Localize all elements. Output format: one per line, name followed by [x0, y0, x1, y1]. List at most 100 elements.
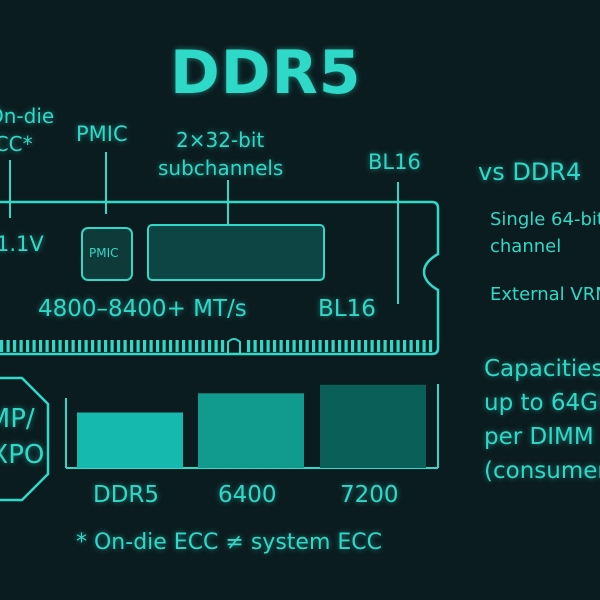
contact-pin: [338, 340, 342, 352]
comparison-item1-line2: channel: [490, 236, 562, 257]
contact-pin: [195, 340, 199, 352]
contact-pin: [221, 340, 225, 352]
dimm-outline: [0, 200, 440, 356]
contact-pin: [117, 340, 121, 352]
contact-pin: [13, 340, 17, 352]
contact-pin: [182, 340, 186, 352]
contact-pin: [318, 340, 322, 352]
contact-pin: [260, 340, 264, 352]
contact-pin: [266, 340, 270, 352]
contact-pin: [396, 340, 400, 352]
contact-pin: [247, 340, 251, 352]
contact-pin: [214, 340, 218, 352]
comparison-header: vs DDR4: [478, 158, 582, 186]
contact-pin: [253, 340, 257, 352]
capacity-line1: Capacities: [484, 356, 600, 382]
contact-pin: [149, 340, 153, 352]
contact-pin: [104, 340, 108, 352]
bl16-bottom-label: BL16: [318, 296, 376, 322]
contact-pins: [0, 340, 433, 352]
contact-pin: [429, 340, 433, 352]
page-title: DDR5: [170, 38, 362, 108]
speed-bar-chart: [65, 384, 439, 469]
contact-pin: [110, 340, 114, 352]
pmic-chip: [81, 227, 133, 281]
chart-bar-2: [320, 384, 426, 468]
contact-pin: [71, 340, 75, 352]
bl16-top-label: BL16: [368, 150, 421, 174]
profile-badge-line2: EXPO: [0, 440, 45, 470]
contact-pin: [325, 340, 329, 352]
capacity-line3: per DIMM: [484, 424, 594, 450]
contact-pin: [364, 340, 368, 352]
contact-pin: [156, 340, 160, 352]
contact-pin: [188, 340, 192, 352]
contact-pin: [58, 340, 62, 352]
contact-pin: [286, 340, 290, 352]
contact-pin: [331, 340, 335, 352]
subchannels-label-line1: 2×32-bit: [176, 128, 265, 152]
profile-badge-shape: [0, 376, 50, 502]
contact-pin: [422, 340, 426, 352]
contact-pin: [169, 340, 173, 352]
contact-pin: [351, 340, 355, 352]
chart-category-label-1: 6400: [218, 482, 277, 508]
contact-pin: [344, 340, 348, 352]
pmic-chip-label: PMIC: [89, 246, 119, 260]
contact-pin: [39, 340, 43, 352]
contact-pin: [416, 340, 420, 352]
profile-badge-line1: XMP/: [0, 404, 35, 434]
contact-pin: [6, 340, 10, 352]
chart-category-label-2: 7200: [340, 482, 399, 508]
contact-pin: [299, 340, 303, 352]
contact-pin: [26, 340, 30, 352]
contact-pin: [370, 340, 374, 352]
contact-pin: [273, 340, 277, 352]
contact-pin: [312, 340, 316, 352]
contact-pin: [409, 340, 413, 352]
contact-pin: [403, 340, 407, 352]
contact-pin: [305, 340, 309, 352]
contact-pin: [383, 340, 387, 352]
chart-bar-0: [77, 412, 183, 468]
contact-pin: [175, 340, 179, 352]
dimm-key-notch: [227, 338, 241, 354]
contact-pin: [136, 340, 140, 352]
contact-pin: [377, 340, 381, 352]
chart-category-label-0: DDR5: [93, 482, 160, 508]
contact-pin: [208, 340, 212, 352]
contact-pin: [78, 340, 82, 352]
contact-pin: [143, 340, 147, 352]
contact-pin: [357, 340, 361, 352]
pmic-label: PMIC: [76, 122, 128, 146]
contact-pin: [0, 340, 4, 352]
chart-bar-1: [198, 393, 304, 468]
comparison-item2: External VRM: [490, 284, 600, 305]
contact-pin: [65, 340, 69, 352]
contact-pin: [52, 340, 56, 352]
contact-pin: [97, 340, 101, 352]
subchannels-label-line2: subchannels: [158, 156, 284, 180]
contact-pin: [130, 340, 134, 352]
contact-pin: [201, 340, 205, 352]
contact-pin: [19, 340, 23, 352]
contact-pin: [123, 340, 127, 352]
on-die-ecc-label-line2: ECC*: [0, 132, 33, 156]
speed-range-label: 4800–8400+ MT/s: [38, 296, 247, 322]
contact-pin: [162, 340, 166, 352]
contact-pin: [84, 340, 88, 352]
contact-pin: [390, 340, 394, 352]
contact-pin: [279, 340, 283, 352]
capacity-line2: up to 64GB: [484, 390, 600, 416]
contact-pin: [32, 340, 36, 352]
contact-pin: [292, 340, 296, 352]
contact-pin: [45, 340, 49, 352]
memory-die-block: [147, 224, 325, 281]
voltage-label: 1.1V: [0, 232, 44, 256]
contact-pin: [91, 340, 95, 352]
capacity-line4: (consumer): [484, 458, 600, 484]
footnote: * On-die ECC ≠ system ECC: [76, 530, 382, 555]
on-die-ecc-label-line1: On-die: [0, 104, 55, 128]
